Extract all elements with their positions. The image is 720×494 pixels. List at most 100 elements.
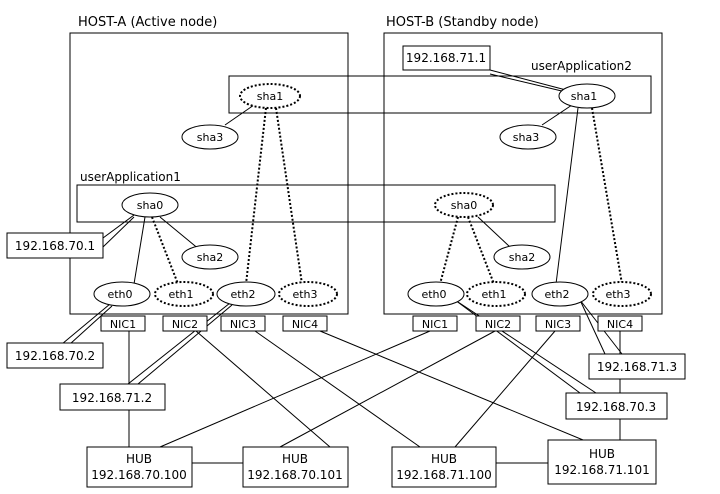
hub2-box	[242, 446, 349, 488]
hub1-label: HUB	[126, 452, 152, 466]
link-a-sha1-eth2	[245, 107, 267, 285]
hub2-ip: 192.168.70.101	[247, 468, 342, 482]
b-eth0-node	[407, 281, 465, 307]
hub1-box	[86, 446, 193, 488]
b-nic2-box	[475, 315, 521, 332]
hub4-label: HUB	[589, 447, 615, 461]
connection-lines	[61, 69, 623, 464]
ip-71-3-label: 192.168.71.3	[597, 360, 677, 374]
host-b-frame	[383, 32, 663, 315]
b-eth3-node	[592, 281, 652, 307]
b-eth3-label: eth3	[605, 288, 630, 301]
a-eth0-label: eth0	[107, 288, 132, 301]
ip-71-2-label: 192.168.71.2	[72, 391, 152, 405]
a-eth3-label: eth3	[292, 288, 317, 301]
nic-boxes	[100, 315, 643, 332]
a-sha0-label: sha0	[137, 199, 163, 212]
b-sha1-label: sha1	[571, 90, 597, 103]
pointer-ip-71-1b	[489, 73, 567, 93]
b-nic1-box	[412, 315, 458, 332]
b-eth0-label: eth0	[421, 288, 446, 301]
pointer-ip-71-2	[127, 302, 231, 385]
b-sha1-node	[558, 83, 616, 109]
standby-links	[151, 107, 623, 285]
link-b-sha0-eth1	[467, 216, 495, 285]
pointer-ip-71-1	[489, 69, 567, 91]
b-nic2-label: NIC2	[485, 318, 511, 331]
a-eth1-label: eth1	[168, 288, 193, 301]
b-sha3-label: sha3	[513, 131, 539, 144]
b-sha3-node	[499, 124, 557, 150]
cable-a-nic4-hub4	[319, 330, 601, 448]
ip-71-1-label: 192.168.71.1	[406, 51, 486, 65]
hub1-ip: 192.168.70.100	[91, 468, 186, 482]
link-b-sha0-sha2	[477, 216, 511, 248]
user-application1-label: userApplication1	[80, 170, 181, 184]
hub4-box	[547, 439, 657, 485]
b-sha2-label: sha2	[509, 251, 535, 264]
hub2-label: HUB	[282, 452, 308, 466]
a-nic3-label: NIC3	[230, 318, 256, 331]
ip-box-71-2	[59, 383, 166, 411]
pointer-ip-71-3	[579, 299, 606, 355]
cable-b-nic3-hub3	[454, 330, 556, 448]
a-nic4-box	[282, 315, 328, 332]
a-nic2-box	[162, 315, 208, 332]
link-b-sha1-sha3	[541, 104, 573, 126]
b-eth2-node	[531, 281, 589, 307]
a-nic4-label: NIC4	[292, 318, 318, 331]
link-a-sha0-eth1	[151, 216, 179, 285]
a-eth1-node	[154, 281, 214, 307]
pointer-ip-70-1	[102, 214, 135, 239]
host-b-title: HOST-B (Standby node)	[386, 15, 539, 30]
a-eth0-node	[93, 281, 151, 307]
a-sha1-label: sha1	[257, 90, 283, 103]
b-eth2-label: eth2	[544, 288, 569, 301]
hub3-ip: 192.168.71.100	[396, 468, 491, 482]
ip-70-2-label: 192.168.70.2	[15, 349, 95, 363]
ip-box-70-2	[6, 342, 104, 369]
a-sha3-node	[181, 124, 239, 150]
cable-a-nic3-hub2	[254, 330, 421, 448]
a-sha3-label: sha3	[197, 131, 223, 144]
pointer-ip-70-1b	[102, 216, 135, 248]
ip-box-70-1	[6, 232, 104, 259]
b-nic1-label: NIC1	[422, 318, 448, 331]
a-nic1-box	[100, 315, 146, 332]
a-sha1-node	[239, 83, 301, 109]
a-nic2-label: NIC2	[172, 318, 198, 331]
ip-70-3-label: 192.168.70.3	[576, 400, 656, 414]
a-eth2-label: eth2	[230, 288, 255, 301]
cable-a-nic2-hub3	[195, 330, 331, 448]
a-nic1-label: NIC1	[110, 318, 136, 331]
b-sha0-node	[434, 192, 494, 218]
link-a-sha1-sha3	[224, 104, 255, 126]
b-sha2-node	[493, 244, 551, 270]
b-nic4-label: NIC4	[607, 318, 633, 331]
a-eth3-node	[278, 281, 338, 307]
cable-b-nic2-hub2	[279, 330, 496, 448]
ip-box-71-3	[588, 353, 686, 380]
pointer-ip-70-2b	[69, 305, 113, 345]
link-a-sha0-eth0	[133, 216, 146, 285]
link-b-sha1-eth2	[555, 107, 579, 285]
a-sha0-node	[121, 192, 179, 218]
a-sha2-node	[181, 244, 239, 270]
ip-70-1-label: 192.168.70.1	[15, 239, 95, 253]
link-a-sha1-eth3	[275, 107, 303, 285]
link-a-sha0-sha2	[159, 216, 201, 251]
hub3-label: HUB	[431, 452, 457, 466]
b-eth1-label: eth1	[481, 288, 506, 301]
b-nic3-label: NIC3	[545, 318, 571, 331]
b-nic3-box	[535, 315, 581, 332]
user-application1-box	[76, 184, 556, 223]
user-application2-box	[228, 75, 652, 114]
link-b-sha1-eth3	[591, 107, 623, 285]
ip-box-70-3	[565, 392, 668, 420]
b-eth1-node	[466, 281, 526, 307]
a-eth2-node	[216, 281, 276, 307]
a-sha2-label: sha2	[197, 251, 223, 264]
link-b-sha0-eth0	[439, 216, 459, 285]
a-nic3-box	[220, 315, 266, 332]
